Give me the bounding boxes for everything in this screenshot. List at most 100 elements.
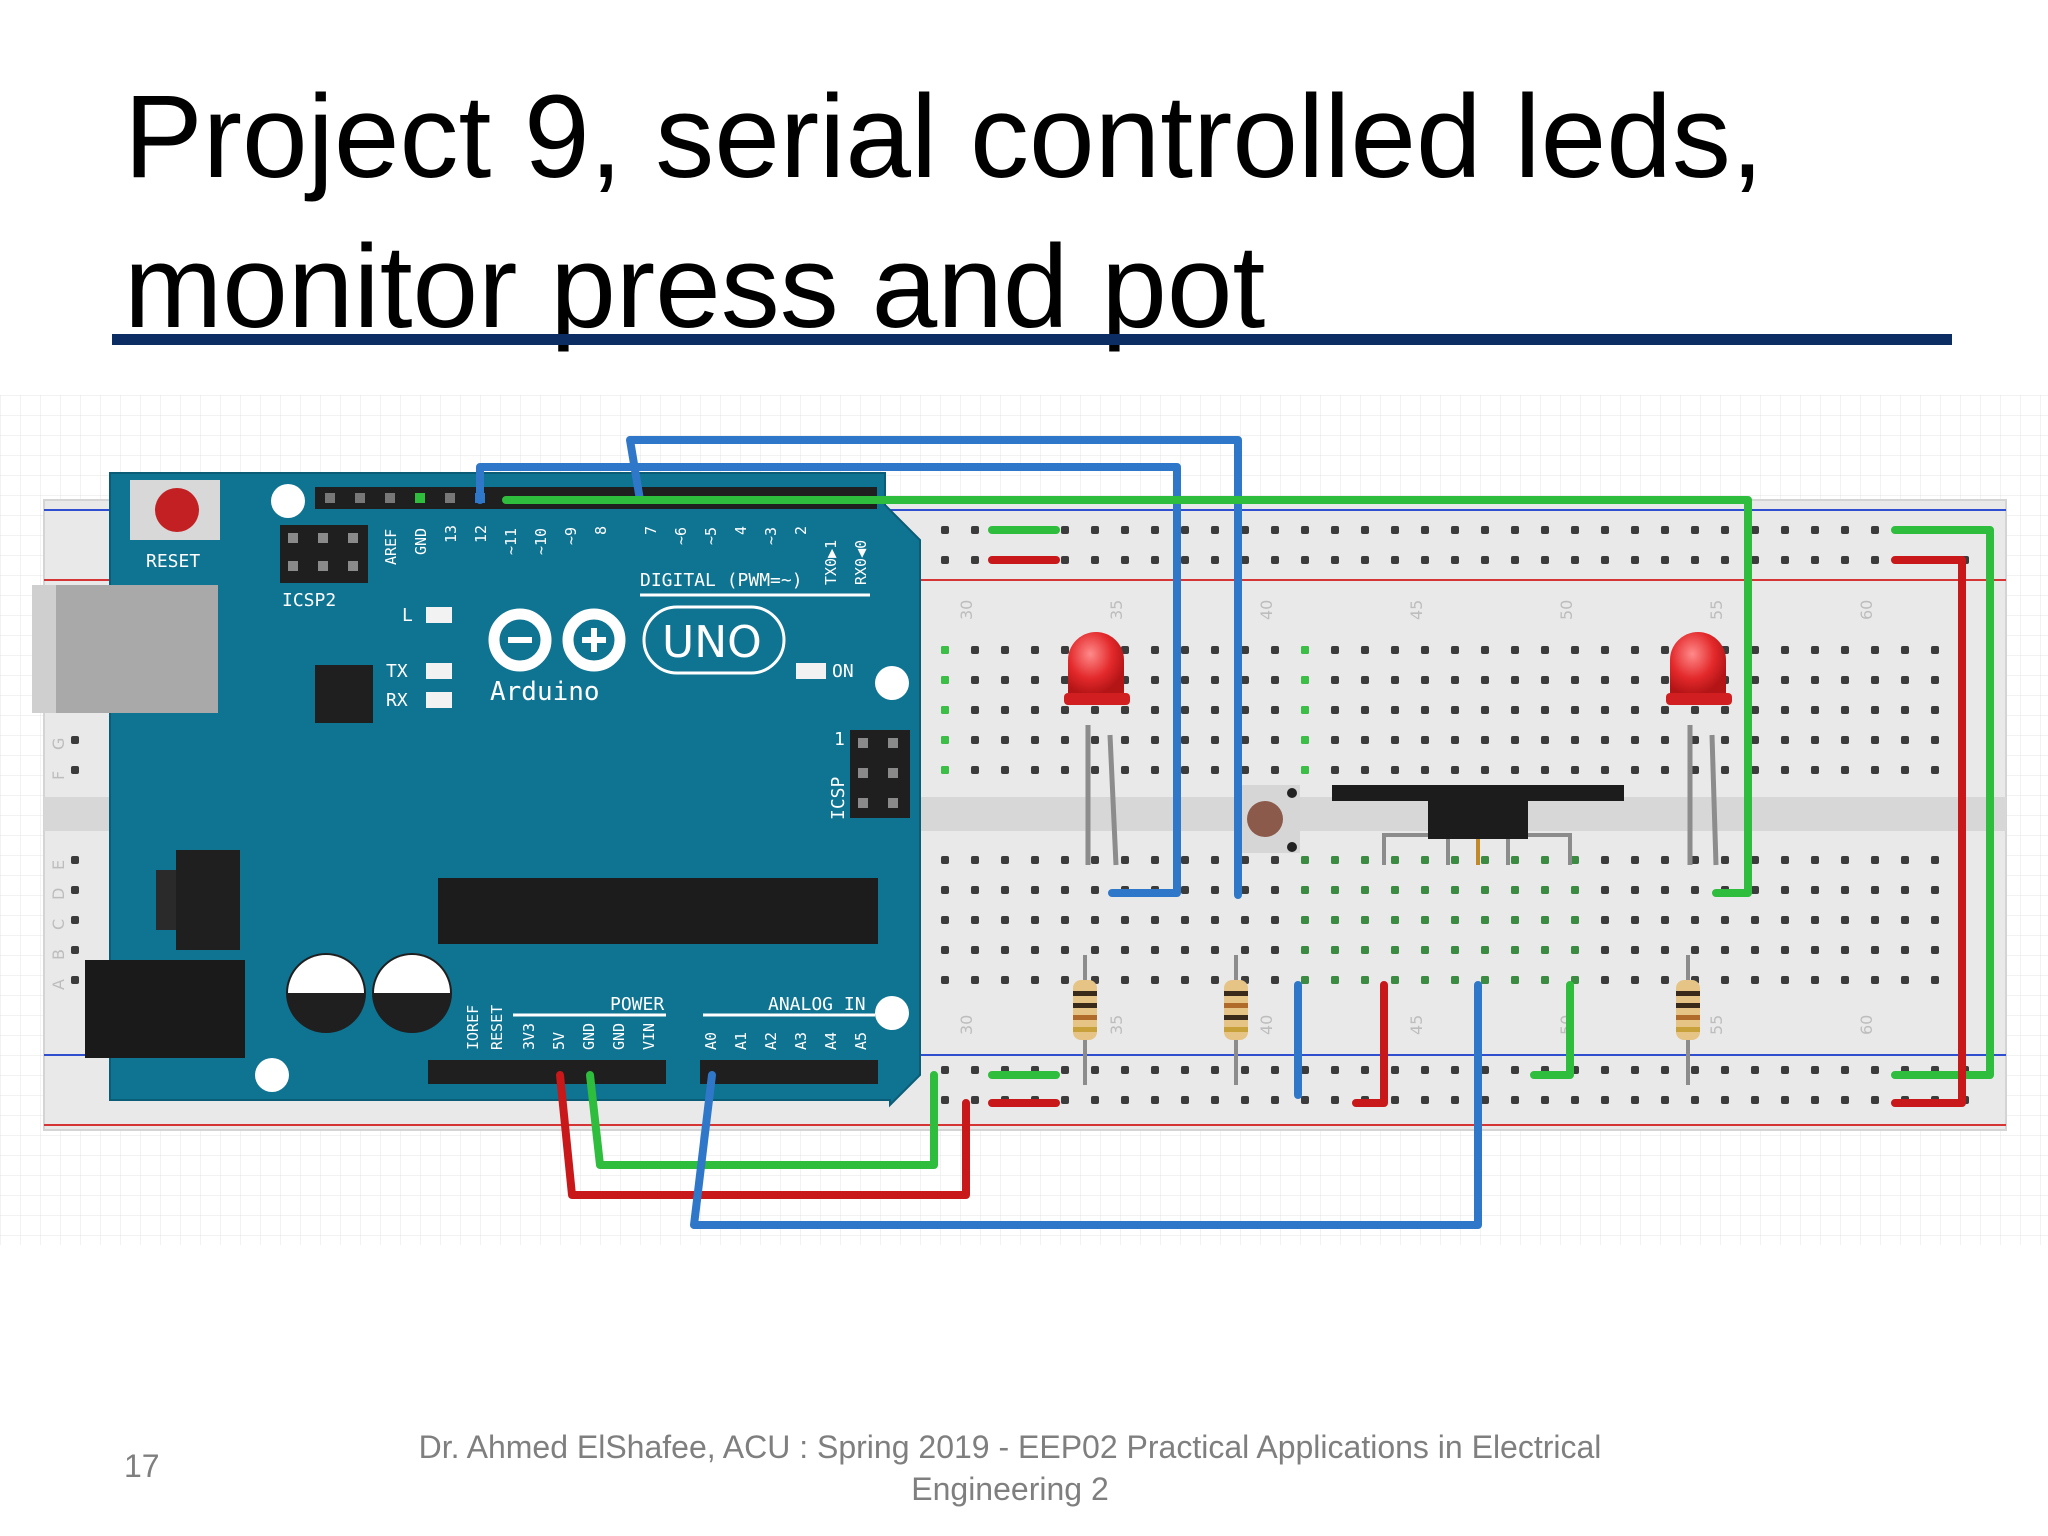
power-label: POWER — [610, 994, 664, 1015]
led-l — [426, 607, 452, 623]
wire-blue — [476, 463, 1181, 897]
usb-connector — [32, 585, 218, 713]
led-tx — [426, 663, 452, 679]
pin-label: A3 — [792, 1032, 810, 1050]
resistor — [1676, 955, 1700, 1085]
pin-label: ~9 — [562, 527, 580, 545]
wire-red — [556, 1071, 970, 1199]
capacitor — [286, 953, 366, 1033]
wire-red — [1891, 556, 1966, 1107]
led-l-label: L — [402, 605, 413, 626]
reset-button — [130, 480, 220, 540]
icsp-label: ICSP — [828, 776, 849, 820]
column-number: 55 — [1707, 600, 1726, 620]
pin-label: GND — [610, 1023, 628, 1050]
row-letter: G — [49, 738, 68, 750]
wire-red — [1352, 981, 1388, 1107]
pin-label: A1 — [732, 1032, 750, 1050]
led-right — [1666, 632, 1732, 866]
column-number: 35 — [1107, 600, 1126, 620]
column-number: 60 — [1857, 1015, 1876, 1035]
pin-label: RX0◀0 — [852, 540, 870, 585]
pin-label: ~3 — [762, 527, 780, 545]
power-jack — [85, 960, 245, 1058]
icsp-header — [850, 730, 910, 818]
pin-label: IOREF — [464, 1005, 482, 1050]
brand-text: Arduino — [490, 677, 600, 707]
power-header — [428, 1060, 666, 1084]
pin-label: 8 — [592, 526, 610, 535]
pin-label: ~10 — [532, 528, 550, 555]
row-letters: G F E D C B A — [49, 738, 68, 990]
pin-label: AREF — [382, 529, 400, 565]
pin-label: RESET — [488, 1005, 506, 1050]
pin-label: A0 — [702, 1032, 720, 1050]
arduino-logo: UNO Arduino — [488, 605, 786, 707]
led-rx — [426, 692, 452, 708]
pin-label: 5V — [550, 1032, 568, 1050]
digital-pin-labels: AREF GND 13 12 ~11 ~10 ~9 8 7 ~6 ~5 4 ~3… — [382, 525, 870, 585]
model-text: UNO — [662, 617, 762, 668]
row-letter: D — [49, 888, 68, 900]
pin-label: ~6 — [672, 527, 690, 545]
pin-label: A2 — [762, 1032, 780, 1050]
pin-label: A5 — [852, 1032, 870, 1050]
row-letter: F — [49, 771, 68, 780]
pin-label: 3V3 — [520, 1023, 538, 1050]
pin-label: 4 — [732, 526, 750, 535]
push-button — [1242, 785, 1300, 853]
row-letter: C — [49, 919, 68, 930]
column-number: 60 — [1857, 600, 1876, 620]
pin-label: VIN — [640, 1023, 658, 1050]
footer-line: Dr. Ahmed ElShafee, ACU : Spring 2019 - … — [418, 1429, 1602, 1465]
pin-label: 7 — [642, 526, 660, 535]
row-letter: B — [49, 949, 68, 960]
column-number: 50 — [1557, 600, 1576, 620]
row-letter: E — [49, 860, 68, 870]
pin-label: ~11 — [502, 528, 520, 555]
wire-blue — [626, 436, 1242, 899]
title-underline — [112, 334, 1952, 345]
wire-blue — [690, 981, 1482, 1229]
wire-green — [1891, 526, 1994, 1079]
potentiometer — [1332, 785, 1624, 865]
chip — [315, 665, 373, 723]
pin-label: GND — [580, 1023, 598, 1050]
analog-pin-labels: A0 A1 A2 A3 A4 A5 — [702, 1032, 870, 1050]
footer-line: Engineering 2 — [911, 1471, 1109, 1507]
led-tx-label: TX — [386, 661, 408, 682]
mount-hole — [255, 1058, 289, 1092]
pin-label: 12 — [472, 525, 490, 543]
page-number: 17 — [124, 1448, 160, 1484]
icsp-one-label: 1 — [834, 729, 845, 750]
digital-label: DIGITAL (PWM=~) — [640, 570, 803, 591]
resistor — [1224, 955, 1248, 1085]
slide-title: Project 9, serial controlled leds, monit… — [124, 71, 1764, 353]
wire-green — [502, 496, 1752, 897]
circuit-diagram: 30 35 40 45 50 55 60 30 35 40 45 50 55 6… — [0, 395, 2048, 1245]
pin-label: A4 — [822, 1032, 840, 1050]
footer-text: Dr. Ahmed ElShafee, ACU : Spring 2019 - … — [340, 1426, 1680, 1510]
pin-label: 2 — [792, 526, 810, 535]
column-number: 35 — [1107, 1015, 1126, 1035]
resistor — [1073, 955, 1097, 1085]
column-number: 55 — [1707, 1015, 1726, 1035]
pin-label: GND — [412, 528, 430, 555]
icsp2-header — [280, 525, 368, 583]
column-number: 30 — [957, 1015, 976, 1035]
analog-header — [700, 1060, 878, 1084]
column-number: 30 — [957, 600, 976, 620]
arduino-uno-board: RESET ICSP2 AREF GND 13 12 ~11 ~10 ~9 8 … — [32, 472, 921, 1108]
power-pin-labels: IOREF RESET 3V3 5V GND GND VIN — [464, 1005, 658, 1050]
icsp2-label: ICSP2 — [282, 590, 336, 611]
mount-hole — [875, 996, 909, 1030]
analog-label: ANALOG IN — [768, 994, 866, 1015]
microcontroller-chip — [438, 878, 878, 944]
wires — [476, 436, 1994, 1229]
wire-green — [1530, 981, 1574, 1079]
capacitor — [372, 953, 452, 1033]
led-left — [1064, 632, 1130, 866]
led-on — [796, 663, 826, 679]
pin-label: TX0▶1 — [822, 540, 840, 585]
mount-hole — [271, 484, 305, 518]
